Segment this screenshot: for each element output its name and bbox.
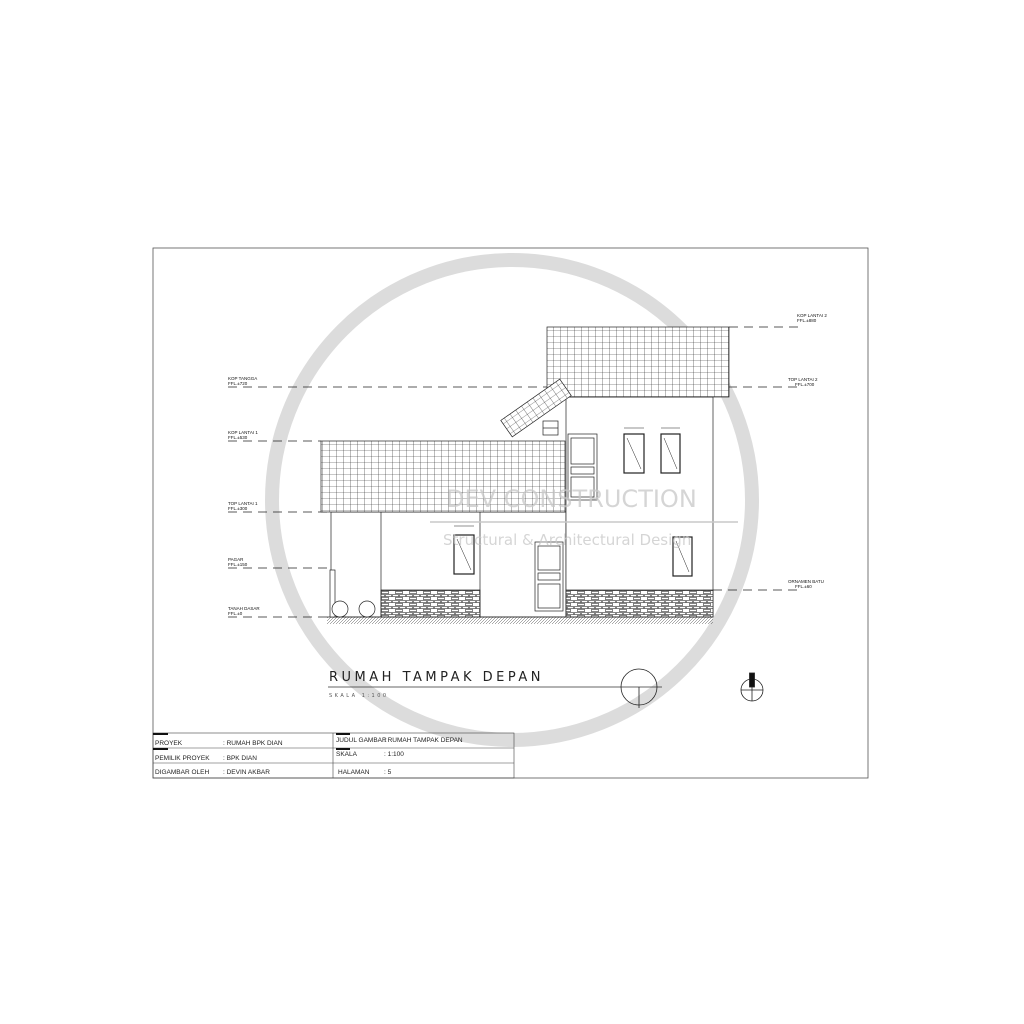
level-value: FFL.±0 xyxy=(228,611,243,616)
level-value: FFL.±880 xyxy=(797,318,817,323)
title-block xyxy=(152,732,515,779)
lower-door xyxy=(534,541,564,612)
house-elevation xyxy=(320,326,730,624)
level-label: KOP LANTAI 1 xyxy=(228,430,258,435)
watermark-brand: DEV CONSTRUCTION xyxy=(446,485,697,513)
level-label: PAGAR xyxy=(228,557,244,562)
stone-ornament xyxy=(565,589,714,618)
level-value: FFL.±60 xyxy=(795,584,812,589)
level-labels-right: KOP LANTAI 2 FFL.±880 TOP LANTAI 2 FFL.±… xyxy=(788,313,827,589)
title-block-text: PROYEK : RUMAH BPK DIAN PEMILIK PROYEK :… xyxy=(155,737,463,776)
svg-text:DIGAMBAR OLEH: DIGAMBAR OLEH xyxy=(155,769,209,776)
level-value: FFL.±150 xyxy=(228,562,248,567)
level-value: FFL.±720 xyxy=(228,381,248,386)
level-label: TOP LANTAI 2 xyxy=(788,377,818,382)
svg-text:PEMILIK PROYEK: PEMILIK PROYEK xyxy=(155,755,210,762)
shrub xyxy=(358,600,376,618)
shrub xyxy=(331,600,349,618)
watermark-tagline: Structural & Architectural Design xyxy=(443,531,691,549)
ground-hatch xyxy=(327,617,713,624)
level-lines xyxy=(228,326,800,618)
stair-roof xyxy=(500,378,572,438)
svg-text:SKALA: SKALA xyxy=(336,751,358,758)
svg-text:PROYEK: PROYEK xyxy=(155,740,183,747)
fence-pillar xyxy=(329,569,336,618)
level-label: ORNAMEN BATU xyxy=(788,579,824,584)
level-label: TOP LANTAI 1 xyxy=(228,501,258,506)
section-marker xyxy=(620,668,658,708)
level-labels-left: KOP TANGGA FFL.±720 KOP LANTAI 1 FFL.±53… xyxy=(228,376,260,616)
level-label: TANAH DASAR xyxy=(228,606,260,611)
upper-roof xyxy=(546,326,730,398)
svg-text:: DEVIN AKBAR: : DEVIN AKBAR xyxy=(223,769,270,776)
svg-text:HALAMAN: HALAMAN xyxy=(338,769,370,776)
svg-text:: RUMAH TAMPAK DEPAN: : RUMAH TAMPAK DEPAN xyxy=(384,737,463,744)
level-value: FFL.±300 xyxy=(228,506,248,511)
svg-text:: 1:100: : 1:100 xyxy=(384,751,404,758)
drawing-title: RUMAH TAMPAK DEPAN xyxy=(329,670,544,685)
svg-text:JUDUL GAMBAR: JUDUL GAMBAR xyxy=(336,737,387,744)
svg-text:: 5: : 5 xyxy=(384,769,392,776)
lower-roof xyxy=(320,440,566,513)
level-value: FFL.±700 xyxy=(795,382,815,387)
level-label: KOP TANGGA xyxy=(228,376,257,381)
stone-ornament xyxy=(380,589,481,618)
svg-text:: BPK DIAN: : BPK DIAN xyxy=(223,755,257,762)
level-label: KOP LANTAI 2 xyxy=(797,313,827,318)
level-value: FFL.±530 xyxy=(228,435,248,440)
drawing-scale: SKALA 1:100 xyxy=(329,693,389,699)
north-arrow-icon xyxy=(740,672,764,702)
svg-text:: RUMAH BPK DIAN: : RUMAH BPK DIAN xyxy=(223,740,283,747)
watermark-ring xyxy=(265,253,759,747)
